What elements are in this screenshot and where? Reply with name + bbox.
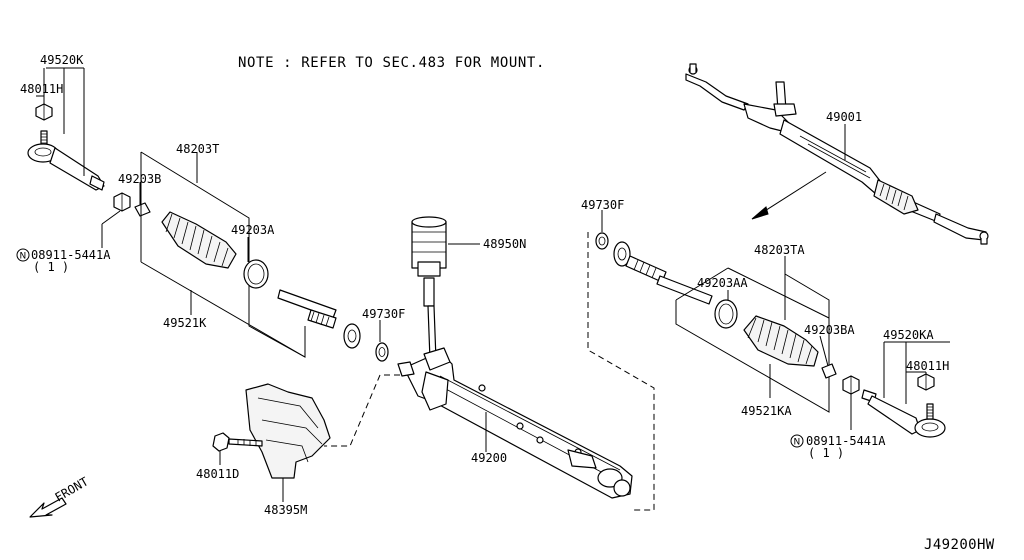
label-49520k: 49520K [40,53,84,67]
washer-49730f-right [595,232,609,250]
band-49203aa [714,299,738,329]
steering-gear-assembly-49001 [685,63,989,245]
clamp-49203b [134,202,151,217]
valve-48950n [411,216,447,361]
label-49730f-center: 49730F [362,307,405,321]
label-48011d: 48011D [196,467,239,481]
label-49521k: 49521K [163,316,207,330]
label-49203ba: 49203BA [804,323,855,337]
label-49203a: 49203A [231,223,275,237]
label-49521ka: 49521KA [741,404,792,418]
label-48203t: 48203T [176,142,219,156]
front-arrow-icon [29,497,67,518]
left-tie-rod-end [27,103,105,191]
gear-housing-49200 [397,347,633,499]
right-tie-rod-end [861,373,946,438]
label-48011h-left: 48011H [20,82,63,96]
svg-text:N: N [794,438,801,448]
label-48203ta: 48203TA [754,243,805,257]
inner-tie-rod-right [613,241,713,305]
label-49730f-right: 49730F [581,198,624,212]
label-49203b: 49203B [118,172,161,186]
label-49200: 49200 [471,451,507,465]
label-08911-left: 08911-5441A [31,248,111,262]
boot-right [743,315,819,367]
drawing-code: J49200HW [924,537,995,553]
label-49520ka: 49520KA [883,328,934,342]
label-08911-left-qty: ( 1 ) [33,260,69,274]
label-48950n: 48950N [483,237,526,251]
label-48011h-right: 48011H [906,359,949,373]
bracket-48395m [245,383,331,479]
nut-symbol-icon [16,248,30,262]
nut-08911-right [842,375,860,395]
label-08911-right-qty: ( 1 ) [808,446,844,460]
inner-tie-rod-left [277,289,361,349]
label-49001: 49001 [826,110,862,124]
svg-text:N: N [20,252,27,262]
label-49203aa: 49203AA [697,276,748,290]
boot-left [161,211,237,269]
note-text: NOTE : REFER TO SEC.483 FOR MOUNT. [238,55,545,71]
label-08911-right: 08911-5441A [806,434,886,448]
front-label: FRONT [53,474,91,504]
nut-08911-left [113,192,131,212]
bolt-48011d [212,432,263,452]
label-48395m: 48395M [264,503,307,517]
clamp-49203ba [821,363,837,379]
nut-symbol-icon-right [790,434,804,448]
washer-49730f-left [375,342,389,362]
